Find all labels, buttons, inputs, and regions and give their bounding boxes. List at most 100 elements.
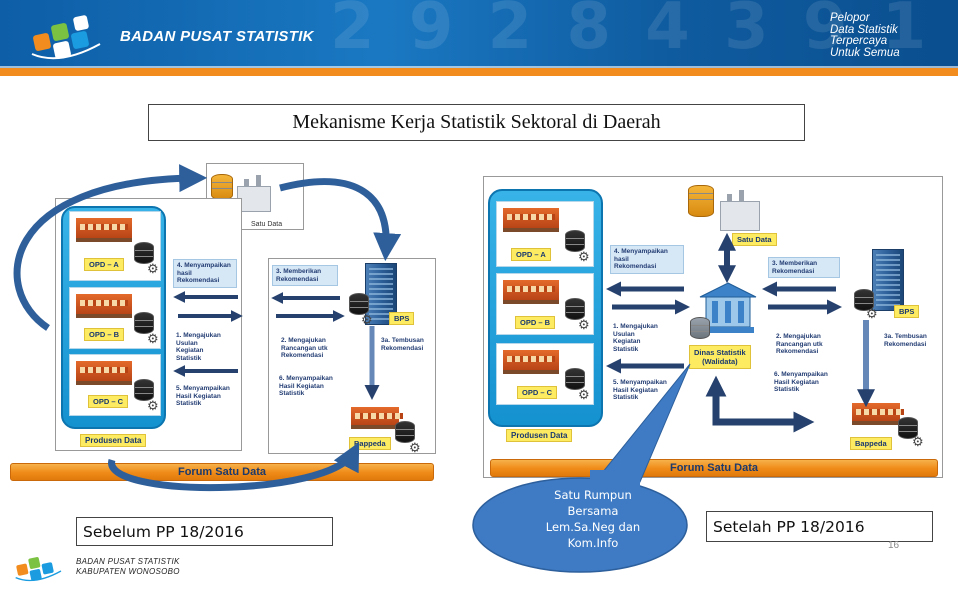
header-banner: 2 9 2 8 4 3 9 1 2 BADAN PUSAT STATISTIK … [0, 0, 958, 76]
bps-panel-before: 3. Memberikan Rekomendasi ⚙ BPS 2. Menga… [268, 258, 436, 454]
bps-label: BPS [894, 305, 920, 318]
header-brand: BADAN PUSAT STATISTIK [120, 28, 314, 45]
flow-arrow-curve [108, 442, 360, 491]
flow-arrow-curve [279, 178, 402, 262]
gear-icon: ⚙ [147, 331, 159, 346]
opd-card-c: ⚙ OPD – C [69, 354, 161, 416]
database-icon [565, 368, 585, 390]
produsen-label: Produsen Data [506, 429, 573, 442]
office-building-icon [76, 294, 132, 318]
office-building-icon [503, 350, 559, 374]
opd-card-c: ⚙ OPD – C [496, 343, 594, 405]
page-number: 16 [888, 540, 900, 551]
database-icon [690, 317, 710, 339]
caption-before-text: Sebelum PP 18/2016 [83, 522, 244, 541]
opd-label: OPD – C [517, 386, 558, 399]
opd-label: OPD – B [515, 316, 556, 329]
office-building-icon [76, 361, 132, 385]
footer-line: KABUPATEN WONOSOBO [76, 567, 180, 576]
header-decoration: 2 9 2 8 4 3 9 1 2 [330, 0, 958, 64]
step-label: 4. Menyampaikan hasil Rekomendasi [610, 245, 684, 274]
footer-text: BADAN PUSAT STATISTIK KABUPATEN WONOSOBO [76, 557, 180, 577]
flow-arrow-curve [13, 164, 208, 331]
step-label: 5. Menyampaikan Hasil Kegiatan Statistik [613, 379, 667, 401]
database-icon [134, 242, 154, 264]
step-label: 5. Menyampaikan Hasil Kegiatan Statistik [176, 385, 230, 407]
opd-label: OPD – C [88, 395, 129, 408]
speech-bubble-text: Satu Rumpun Bersama Lem.Sa.Neg dan Kom.I… [518, 487, 668, 551]
opd-label: OPD – B [84, 328, 125, 341]
factory-icon [720, 190, 760, 231]
slogan-line: Pelopor [830, 12, 870, 24]
produsen-panel-before: ⚙ OPD – A ⚙ OPD – B ⚙ OPD – C Produsen D… [55, 198, 242, 451]
caption-after: Setelah PP 18/2016 [706, 511, 933, 542]
header-accent-bar [0, 68, 958, 76]
dinas-building-icon [699, 282, 757, 333]
gear-icon: ⚙ [578, 249, 590, 264]
opd-card-a: ⚙ OPD – A [69, 211, 161, 281]
database-icon [898, 417, 918, 439]
produsen-label: Produsen Data [80, 434, 147, 447]
diagram-after: ⚙ OPD – A ⚙ OPD – B ⚙ OPD – C Produsen D… [483, 176, 943, 478]
office-building-icon [503, 280, 559, 304]
step-label: 1. Mengajukan Usulan Kegiatan Statistik [613, 323, 658, 353]
step-label: 6. Menyampaikan Hasil Kegiatan Statistik [279, 375, 333, 397]
database-icon [134, 312, 154, 334]
tembusan-label: 3a. Tembusan Rekomendasi [381, 337, 424, 352]
bps-label: BPS [389, 312, 415, 325]
gear-icon: ⚙ [147, 398, 159, 413]
step-label: 2. Mengajukan Rancangan utk Rekomendasi [281, 337, 328, 359]
gear-icon: ⚙ [578, 317, 590, 332]
step-label: 3. Memberikan Rekomendasi [768, 257, 840, 278]
bps-logo-icon [15, 557, 62, 582]
opd-label: OPD – A [84, 258, 124, 271]
gear-icon: ⚙ [147, 261, 159, 276]
tembusan-label: 3a. Tembusan Rekomendasi [884, 333, 927, 348]
step-label: 1. Mengajukan Usulan Kegiatan Statistik [176, 332, 221, 362]
gear-icon: ⚙ [912, 434, 924, 449]
database-icon [565, 230, 585, 252]
gear-icon: ⚙ [361, 312, 373, 327]
step-label: 2. Mengajukan Rancangan utk Rekomendasi [776, 333, 823, 355]
server-icon [872, 249, 904, 311]
step-label: 4. Menyampaikan hasil Rekomendasi [173, 259, 237, 288]
database-icon [688, 185, 714, 217]
bps-logo-icon [31, 15, 101, 60]
office-building-icon [503, 208, 559, 232]
database-icon [349, 293, 369, 315]
gear-icon: ⚙ [578, 387, 590, 402]
page-title-box: Mekanisme Kerja Statistik Sektoral di Da… [148, 104, 805, 141]
dinas-label: Dinas Statistik (Walidata) [689, 345, 751, 369]
step-label: 3. Memberikan Rekomendasi [272, 265, 338, 286]
bappeda-building-icon [351, 407, 403, 429]
gear-icon: ⚙ [866, 306, 878, 321]
slogan-line: Terpercaya [830, 35, 888, 47]
database-icon [854, 289, 874, 311]
factory-icon [237, 175, 271, 212]
slogan-line: Data Statistik [830, 23, 898, 36]
caption-after-text: Setelah PP 18/2016 [713, 517, 865, 536]
speech-bubble [472, 477, 688, 573]
flow-arrow-elbow [712, 390, 815, 433]
caption-before: Sebelum PP 18/2016 [76, 517, 333, 546]
footer-line: BADAN PUSAT STATISTIK [76, 557, 180, 566]
database-icon [565, 298, 585, 320]
step-label: 6. Menyampaikan Hasil Kegiatan Statistik [774, 371, 828, 393]
opd-card-a: ⚙ OPD – A [496, 201, 594, 267]
page-title: Mekanisme Kerja Statistik Sektoral di Da… [292, 111, 661, 133]
opd-label: OPD – A [511, 248, 551, 261]
slogan-line: Untuk Semua [830, 46, 900, 59]
header-slogan: Pelopor Data Statistik Terpercaya Untuk … [830, 12, 950, 59]
opd-card-b: ⚙ OPD – B [69, 287, 161, 349]
opd-card-b: ⚙ OPD – B [496, 273, 594, 335]
database-icon [395, 421, 415, 443]
speech-bubble [597, 363, 691, 483]
bubble-text: Satu Rumpun Bersama Lem.Sa.Neg dan Kom.I… [545, 488, 641, 550]
bappeda-building-icon [852, 403, 904, 425]
bappeda-label: Bappeda [850, 437, 892, 450]
gear-icon: ⚙ [409, 440, 421, 455]
database-icon [134, 379, 154, 401]
satu-data-label: Satu Data [251, 221, 283, 228]
header-divider [0, 66, 958, 68]
